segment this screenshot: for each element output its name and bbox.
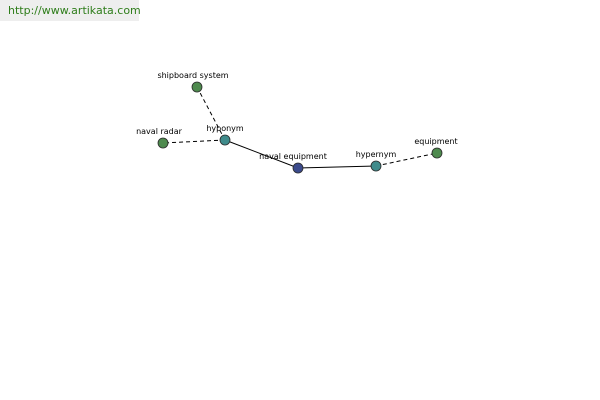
site-url-text: http://www.artikata.com [8,4,141,17]
edge-hypernym-equipment [375,152,438,167]
node-label-naval-radar[interactable]: naval radar [136,127,183,136]
node-naval-radar[interactable] [157,137,169,149]
node-hypernym[interactable] [370,160,382,172]
node-hyponym[interactable] [219,134,231,146]
node-label-shipboard-system[interactable]: shipboard system [157,71,228,80]
node-label-equipment[interactable]: equipment [414,137,457,146]
node-shipboard-system[interactable] [191,81,203,93]
node-equipment[interactable] [431,147,443,159]
graph-labels: naval equipment hyponym hypernym shipboard … [136,71,458,161]
node-label-naval-equipment[interactable]: naval equipment [259,152,327,161]
graph-nodes [157,81,443,174]
node-label-hypernym[interactable]: hypernym [356,150,397,159]
edge-naval-equipment-hypernym [297,165,377,169]
edge-naval-equipment-hyponym [224,139,299,169]
graph-edges [162,86,438,169]
edge-hyponym-naval-radar [162,139,226,144]
site-url-watermark: http://www.artikata.com [0,0,141,21]
node-label-hyponym[interactable]: hyponym [206,124,244,133]
node-naval-equipment[interactable] [292,162,304,174]
edge-hyponym-shipboard-system [196,86,226,141]
